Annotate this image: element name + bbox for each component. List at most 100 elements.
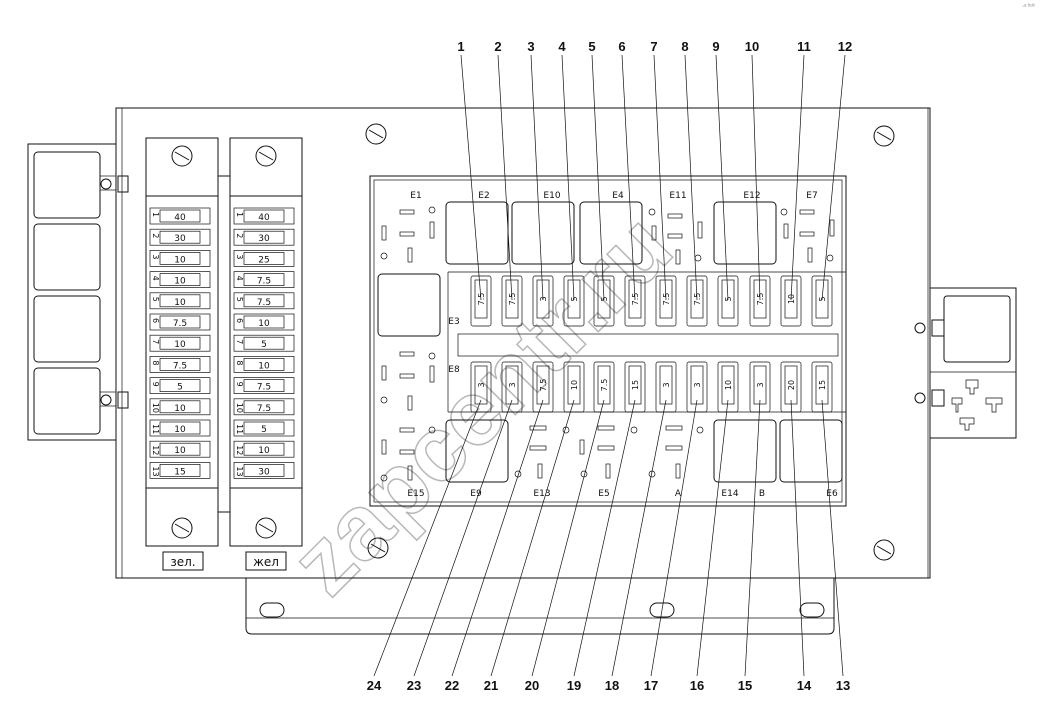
leader-bottom-8 [650, 399, 698, 677]
yellow-strip-fuse-4: 7.54 [233, 271, 295, 288]
panel-fuse-top-3: 3 [532, 275, 554, 327]
callout-bottom-10: 15 [738, 678, 752, 693]
yellow-strip-fuse-rating: 7.5 [257, 277, 271, 287]
callout-top-2: 2 [494, 39, 501, 54]
panel-fuse-bottom-rating: 15 [631, 380, 640, 390]
green-strip-fuse-4: 104 [149, 271, 211, 288]
yellow-strip-fuse-number: 10 [235, 403, 244, 413]
green-strip-fuse-1: 40 1 [149, 207, 211, 225]
panel-fuse-top-10: 7.5 [749, 275, 771, 327]
callout-bottom-4: 21 [484, 678, 498, 693]
yellow-strip-fuse-11: 511 [233, 419, 295, 437]
green-strip-fuse-number: 4 [151, 276, 160, 281]
yellow-strip-fuse-number: 12 [235, 445, 244, 455]
green-strip-fuse-rating: 10 [174, 425, 186, 435]
leader-top-10 [751, 54, 761, 301]
panel-fuse-bottom-9: 10 [717, 361, 739, 413]
callout-top-9: 9 [712, 39, 719, 54]
label-e2: E2 [478, 191, 489, 201]
yellow-strip-fuse-9: 7.59 [233, 377, 295, 394]
panel-fuse-bottom-7: 3 [655, 361, 677, 413]
callout-bottom-1: 24 [367, 678, 382, 693]
leader-bottom-11 [790, 399, 805, 677]
callout-top-11: 11 [797, 39, 811, 54]
panel-fuse-bottom-rating: 15 [818, 380, 827, 390]
label-e8: E8 [448, 365, 460, 375]
green-strip-fuse-number: 1 [151, 212, 160, 217]
yellow-strip-fuse-number: 7 [235, 339, 244, 344]
yellow-strip-fuse-rating: 30 [258, 234, 270, 244]
yellow-strip-fuse-10: 7.510 [233, 398, 295, 416]
label-e9: E9 [470, 489, 482, 499]
callout-top-1: 1 [457, 39, 464, 54]
callout-bottom-6: 19 [567, 678, 581, 693]
yellow-strip-fuse-rating: 40 [258, 213, 270, 223]
leader-bottom-4 [490, 399, 575, 677]
leader-top-9 [715, 54, 729, 301]
green-strip-fuse-rating: 5 [177, 383, 183, 393]
green-strip-fuse-rating: 10 [174, 404, 186, 414]
leader-top-2 [497, 54, 513, 301]
panel-fuse-top-4: 5 [563, 275, 585, 327]
yellow-strip-fuse-8: 108 [233, 356, 295, 373]
panel-fuse-top-rating: 5 [818, 296, 827, 301]
green-strip-fuse-number: 6 [151, 318, 160, 323]
label-e15: E15 [407, 489, 424, 499]
label-e5: E5 [598, 489, 609, 499]
green-strip-fuse-rating: 10 [174, 446, 186, 456]
leader-top-7 [653, 54, 667, 301]
callout-top-8: 8 [681, 39, 688, 54]
leader-top-1 [460, 54, 482, 301]
leader-bottom-7 [611, 399, 667, 677]
green-strip-fuse-number: 13 [151, 466, 160, 476]
yellow-strip-plate: жел [253, 555, 279, 569]
green-strip-fuse-7: 107 [149, 334, 211, 352]
label-e11: E11 [669, 191, 686, 201]
panel-fuse-bottom-5: 7.5 [593, 361, 615, 413]
panel-fuse-bottom-6: 15 [624, 361, 646, 413]
label-e10: E10 [543, 191, 560, 201]
leader-top-4 [561, 54, 575, 301]
watermark: zapcentr.ru [271, 194, 692, 615]
callout-top-6: 6 [618, 39, 625, 54]
yellow-strip-fuse-number: 5 [235, 297, 244, 302]
green-strip-fuse-rating: 10 [174, 340, 186, 350]
panel-fuse-top-6: 7.5 [624, 275, 646, 327]
yellow-strip-fuse-7: 57 [233, 334, 295, 352]
panel-fuse-top-11: 10 [780, 275, 802, 327]
green-strip-fuse-rating: 40 [174, 213, 186, 223]
yellow-strip-fuse-rating: 5 [261, 340, 267, 350]
leader-top-11 [790, 54, 805, 301]
green-strip-fuse-3: 103 [149, 250, 211, 267]
panel-fuse-top-5: 5 [593, 275, 615, 327]
panel-fuse-bottom-3: 7.5 [532, 361, 554, 413]
green-strip-fuse-rating: 15 [174, 467, 185, 477]
green-strip-plate: зел. [170, 555, 195, 569]
panel-fuse-bottom-rating: 7.5 [600, 379, 609, 392]
panel-fuse-bottom-8: 3 [686, 361, 708, 413]
strip-fuses: 4013021031041057.561077.5859101010111012… [149, 207, 295, 479]
leader-bottom-5 [531, 399, 605, 677]
panel-labels: E1 E2 E10 E4 E11 E12 E7 E3 E8 E15 E9 E13… [407, 191, 838, 499]
green-strip-fuse-rating: 7.5 [173, 319, 187, 329]
label-e13: E13 [533, 489, 550, 499]
leader-bottom-3 [451, 399, 544, 677]
green-strip-fuse-number: 2 [151, 233, 160, 238]
green-strip-fuse-9: 59 [149, 377, 211, 394]
yellow-strip-fuse-5: 7.55 [233, 292, 295, 310]
left-connectors [27, 143, 129, 441]
panel-fuse-top-rating: 7.5 [477, 293, 486, 306]
panel-fuse-bottom-rating: 20 [787, 380, 796, 390]
leader-bottom-10 [744, 399, 761, 677]
panel-fuse-bottom-2: 3 [501, 361, 523, 413]
yellow-strip-fuse-number: 8 [235, 360, 244, 365]
green-strip-fuse-2: 302 [149, 228, 211, 246]
panel-fuse-top-rating: 5 [570, 296, 579, 301]
label-b: B [759, 489, 765, 499]
panel-fuse-top-8: 7.5 [686, 275, 708, 327]
